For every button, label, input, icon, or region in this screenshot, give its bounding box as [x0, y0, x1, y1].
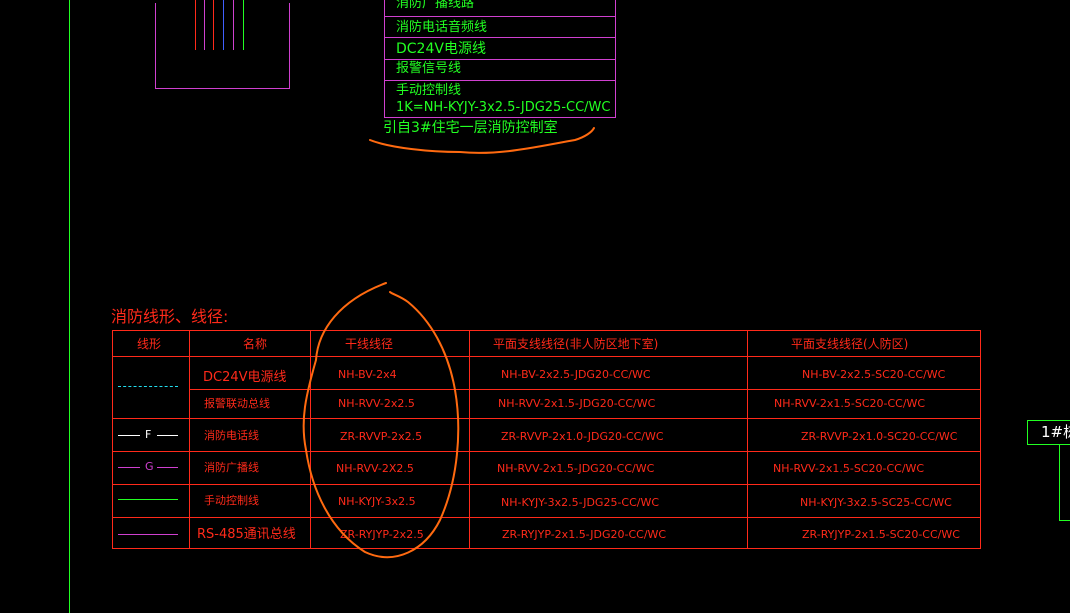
cell-branch-civil: ZR-RVVP-2x1.0-SC20-CC/WC — [801, 430, 958, 443]
table-col-divider — [310, 330, 311, 549]
cable-line-red-2 — [213, 0, 214, 50]
cell-branch-non-civil: NH-KYJY-3x2.5-JDG25-CC/WC — [501, 496, 660, 509]
row-name-manual: 手动控制线 — [204, 494, 259, 507]
row-name-phone: 消防电话线 — [204, 429, 259, 442]
cable-line-magenta-2 — [233, 0, 234, 50]
cell-branch-non-civil: NH-RVV-2x1.5-JDG20-CC/WC — [497, 462, 655, 475]
cell-branch-non-civil: ZR-RYJYP-2x1.5-JDG20-CC/WC — [502, 528, 667, 541]
building-connector-h — [1059, 520, 1070, 521]
cell-main: ZR-RVVP-2x2.5 — [340, 430, 423, 443]
cable-terminal-box — [155, 3, 290, 89]
legend-row-phone: 消防电话音频线 — [396, 20, 488, 35]
line-label-broadcast: G — [145, 460, 154, 473]
cell-main: NH-BV-2x4 — [338, 368, 397, 381]
header-main-gauge: 干线线径 — [345, 337, 394, 351]
cable-spec-table — [112, 330, 981, 549]
building-label-box — [1027, 420, 1070, 445]
line-sample-broadcast: G — [118, 461, 178, 479]
header-name: 名称 — [243, 337, 268, 351]
cable-legend-box — [384, 0, 616, 118]
table-row-divider — [112, 356, 981, 357]
table-row-divider — [112, 418, 981, 419]
cable-line-magenta — [204, 0, 205, 50]
legend-row-power: DC24V电源线 — [396, 41, 486, 57]
cable-line-green — [243, 0, 244, 50]
drawing-border-left — [69, 0, 70, 613]
cable-line-blue — [223, 0, 224, 50]
legend-spec-line: 1K=NH-KYJY-3x2.5-JDG25-CC/WC — [396, 100, 611, 115]
header-line-type: 线形 — [137, 337, 162, 351]
line-sample-dashed-cyan — [118, 386, 178, 387]
table-row-divider — [112, 484, 981, 485]
row-name-broadcast: 消防广播线 — [204, 461, 259, 474]
legend-row-broadcast: 消防广播线路 — [396, 0, 475, 11]
cell-branch-civil: NH-KYJY-3x2.5-SC25-CC/WC — [800, 496, 952, 509]
legend-row-alarm: 报警信号线 — [396, 61, 462, 76]
table-title: 消防线形、线径: — [111, 307, 229, 326]
cell-branch-civil: NH-RVV-2x1.5-SC20-CC/WC — [774, 397, 926, 410]
cell-main: NH-RVV-2x2.5 — [338, 397, 415, 410]
header-branch-civil: 平面支线线径(人防区) — [791, 337, 909, 351]
cell-branch-non-civil: NH-RVV-2x1.5-JDG20-CC/WC — [498, 397, 656, 410]
cell-main: ZR-RYJYP-2x2.5 — [340, 528, 424, 541]
table-col-divider — [469, 330, 470, 549]
cell-main: NH-KYJY-3x2.5 — [338, 495, 416, 508]
line-sample-phone: F — [118, 429, 178, 447]
line-sample-rs485-magenta — [118, 534, 178, 535]
row-name-rs485: RS-485通讯总线 — [197, 527, 296, 542]
row-name-dc24v: DC24V电源线 — [203, 370, 287, 385]
building-connector — [1059, 445, 1060, 521]
line-sample-manual-green — [118, 499, 178, 500]
underline-annotation — [369, 127, 595, 154]
table-row-divider — [112, 451, 981, 452]
cell-branch-non-civil: NH-BV-2x2.5-JDG20-CC/WC — [501, 368, 651, 381]
cell-main: NH-RVV-2X2.5 — [336, 462, 414, 475]
cable-line-red — [195, 0, 196, 50]
building-label: 1#栋 — [1041, 423, 1070, 441]
circle-annotation — [302, 282, 460, 559]
table-row-divider — [189, 389, 981, 390]
cell-branch-non-civil: ZR-RVVP-2x1.0-JDG20-CC/WC — [501, 430, 664, 443]
line-label-phone: F — [145, 428, 152, 441]
row-name-alarm-bus: 报警联动总线 — [204, 397, 270, 410]
legend-source-note: 引自3#住宅一层消防控制室 — [383, 120, 558, 136]
table-row-divider — [112, 517, 981, 518]
table-col-divider — [189, 330, 190, 549]
cell-branch-civil: NH-BV-2x2.5-SC20-CC/WC — [802, 368, 946, 381]
cell-branch-civil: NH-RVV-2x1.5-SC20-CC/WC — [773, 462, 925, 475]
cell-branch-civil: ZR-RYJYP-2x1.5-SC20-CC/WC — [802, 528, 960, 541]
header-branch-non-civil: 平面支线线径(非人防区地下室) — [493, 337, 659, 351]
legend-row-manual: 手动控制线 — [396, 83, 462, 98]
table-col-divider — [747, 330, 748, 549]
